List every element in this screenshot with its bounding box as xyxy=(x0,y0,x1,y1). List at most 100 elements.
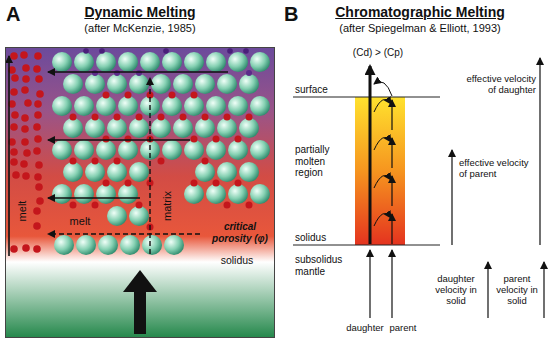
matrix-grain xyxy=(96,184,116,204)
diagram-label: daughter velocity in solid xyxy=(428,274,484,307)
melt-droplet xyxy=(158,114,165,121)
matrix-grain xyxy=(52,52,72,72)
melt-droplet xyxy=(243,48,249,54)
matrix-grain xyxy=(107,162,127,182)
transport-arrows xyxy=(370,58,544,318)
melt-droplet xyxy=(103,92,110,99)
matrix-grain xyxy=(63,74,83,94)
matrix-grain xyxy=(228,184,248,204)
melt-droplet xyxy=(246,70,252,76)
melt-droplet xyxy=(35,183,43,191)
matrix-arrow xyxy=(149,78,150,254)
matrix-grain xyxy=(173,118,193,138)
matrix-grain xyxy=(217,74,237,94)
matrix-grain xyxy=(96,96,116,116)
melt-droplet xyxy=(92,202,99,209)
matrix-grain xyxy=(184,184,204,204)
melt-droplet xyxy=(158,158,165,165)
diagram-label: solidus xyxy=(295,232,326,244)
matrix-grain xyxy=(162,52,182,72)
parent-step xyxy=(391,100,392,130)
molten-region xyxy=(355,97,405,245)
matrix-grain xyxy=(217,118,237,138)
matrix-grain xyxy=(206,52,226,72)
matrix-grain xyxy=(195,74,215,94)
matrix-grain xyxy=(85,118,105,138)
diagram-label: Chromatographic Melting xyxy=(310,4,530,20)
melt-droplet xyxy=(34,52,42,60)
melt-droplet xyxy=(21,86,29,94)
melt-droplet xyxy=(35,161,43,169)
matrix-grain xyxy=(63,162,83,182)
matrix-grain xyxy=(98,235,118,255)
surface-line xyxy=(293,97,440,98)
matrix-grain xyxy=(118,184,138,204)
melt-droplet xyxy=(246,202,253,209)
melt-droplet xyxy=(235,180,242,187)
matrix-grain xyxy=(228,140,248,160)
matrix-grain xyxy=(250,140,270,160)
matrix-grain xyxy=(140,52,160,72)
flow-arrow xyxy=(48,71,228,73)
matrix-grain xyxy=(239,162,259,182)
matrix-grain xyxy=(228,96,248,116)
matrix-grain xyxy=(129,206,149,226)
melt-droplet xyxy=(36,90,44,98)
melt-droplet xyxy=(92,158,99,165)
mantle-ground xyxy=(5,262,275,338)
melt-droplet xyxy=(21,138,29,146)
panel-label: solidus xyxy=(215,254,259,266)
melt-arrow xyxy=(8,56,10,256)
diagram-label: subsolidus mantle xyxy=(295,254,353,277)
parent-step xyxy=(391,176,392,206)
melt-droplet xyxy=(20,160,28,168)
matrix-grain xyxy=(63,118,83,138)
melt-droplet xyxy=(114,114,121,121)
melt-droplet xyxy=(224,202,231,209)
matrix-grain xyxy=(151,74,171,94)
melt-droplet xyxy=(12,171,20,179)
panel-label: melt xyxy=(16,201,29,222)
matrix-grain xyxy=(96,140,116,160)
matrix-grain xyxy=(250,184,270,204)
matrix-grain xyxy=(206,140,226,160)
matrix-grain xyxy=(52,184,72,204)
melt-droplet xyxy=(213,180,220,187)
matrix-grain xyxy=(184,52,204,72)
matrix-grain xyxy=(250,52,270,72)
melt-droplet xyxy=(235,136,242,143)
matrix-grain xyxy=(118,52,138,72)
panel-label: critical porosity (φ) xyxy=(205,221,275,244)
velocity-arrow xyxy=(543,262,544,318)
melt-droplet xyxy=(34,135,42,143)
melt-droplet xyxy=(10,88,18,96)
panel-label: matrix xyxy=(161,191,174,221)
melt-droplet xyxy=(10,158,18,166)
melt-droplet xyxy=(22,172,30,180)
arrow-shaft xyxy=(134,290,146,334)
matrix-grain xyxy=(118,96,138,116)
matrix-grain xyxy=(184,140,204,160)
melt-droplet xyxy=(33,147,41,155)
daughter-solid-arrow xyxy=(369,250,370,318)
diagram-label: A xyxy=(6,3,20,26)
melt-droplet xyxy=(136,114,143,121)
matrix-grain xyxy=(250,96,270,116)
diagram-label: B xyxy=(284,3,298,26)
matrix-grain xyxy=(74,184,94,204)
matrix-grain xyxy=(107,118,127,138)
melt-droplet xyxy=(191,136,198,143)
matrix-grain xyxy=(52,140,72,160)
melt-droplet xyxy=(33,207,41,215)
melt-droplet xyxy=(10,148,18,156)
diagram-label: (Cd) > (Cp) xyxy=(335,47,421,59)
melt-droplet xyxy=(21,125,29,133)
matrix-grain xyxy=(107,74,127,94)
melt-droplet xyxy=(34,173,42,181)
matrix-grain xyxy=(118,140,138,160)
matrix-grain xyxy=(129,162,149,182)
melt-droplet xyxy=(11,74,19,82)
melt-droplet xyxy=(10,245,18,253)
melt-droplet xyxy=(35,75,43,83)
melt-droplet xyxy=(10,52,18,60)
